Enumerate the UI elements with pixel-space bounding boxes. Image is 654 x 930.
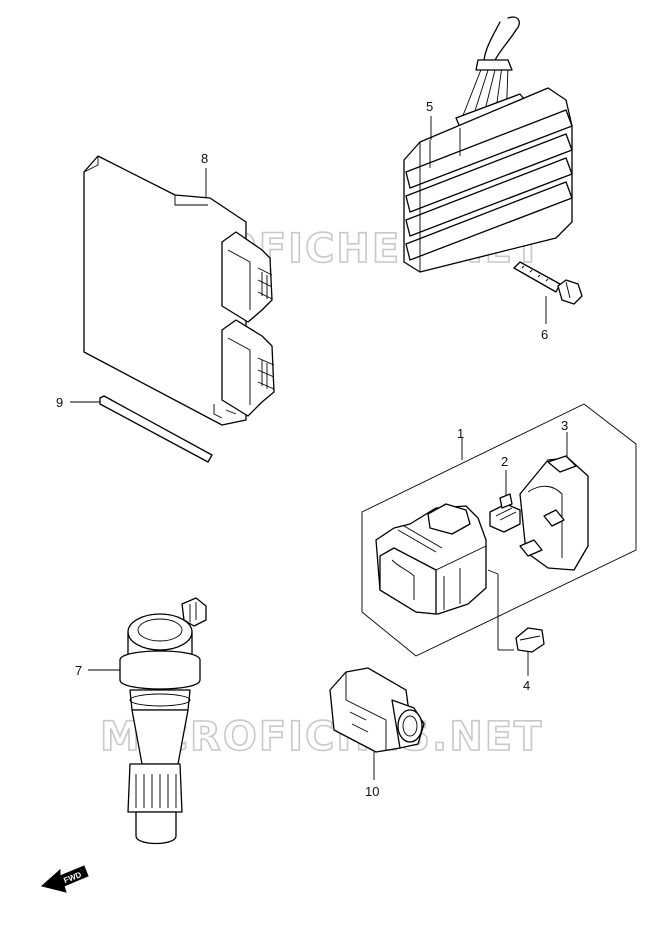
part-2-fuse[interactable] <box>489 493 521 533</box>
part-10-connector[interactable] <box>329 667 425 753</box>
callout-9: 9 <box>56 395 63 410</box>
part-1-assembly-outline <box>361 403 637 657</box>
callout-8: 8 <box>201 151 208 166</box>
part-5-regulator[interactable] <box>403 16 573 273</box>
part-9-strip[interactable] <box>99 395 213 463</box>
part-1-fuse-box[interactable] <box>375 503 487 615</box>
callout-1: 1 <box>457 426 464 441</box>
callout-2: 2 <box>501 454 508 469</box>
callout-7: 7 <box>75 663 82 678</box>
part-4-bolt[interactable] <box>515 627 545 653</box>
part-7-ignition-coil[interactable] <box>119 597 207 845</box>
callout-6: 6 <box>541 327 548 342</box>
callout-10: 10 <box>365 784 379 799</box>
callout-4: 4 <box>523 678 530 693</box>
fwd-arrow-icon: FWD <box>40 865 89 893</box>
callout-5: 5 <box>426 99 433 114</box>
part-3-cover[interactable] <box>519 455 589 571</box>
part-6-bolt[interactable] <box>513 261 583 305</box>
part-8-ecu[interactable] <box>83 155 275 426</box>
callout-3: 3 <box>561 418 568 433</box>
